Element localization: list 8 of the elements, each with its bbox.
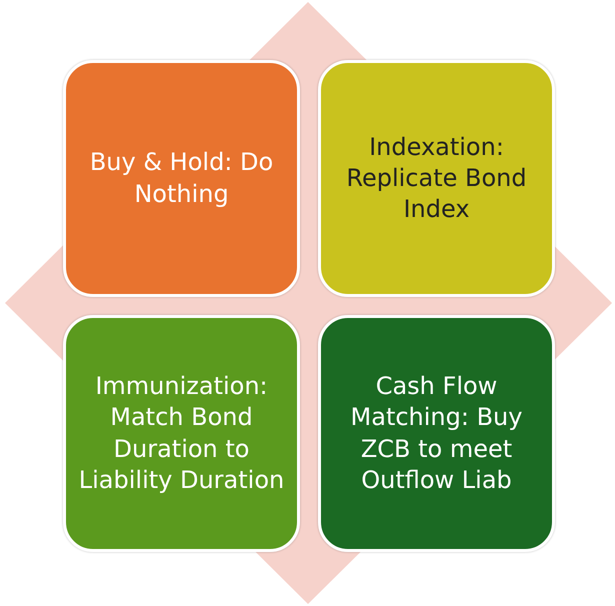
rounded-box: [318, 60, 555, 297]
box-label: Buy & Hold: Do Nothing: [88, 147, 274, 210]
rounded-box: [318, 315, 555, 552]
box-label: Indexation: Replicate Bond Index: [345, 132, 528, 226]
rounded-box: [63, 315, 300, 552]
box-label: Immunization: Match Bond Duration to Liability Duration: [78, 371, 286, 496]
rounded-box: [63, 60, 300, 297]
box-label: Cash Flow Matching: Buy ZCB to meet Outflow Liab: [350, 371, 524, 496]
